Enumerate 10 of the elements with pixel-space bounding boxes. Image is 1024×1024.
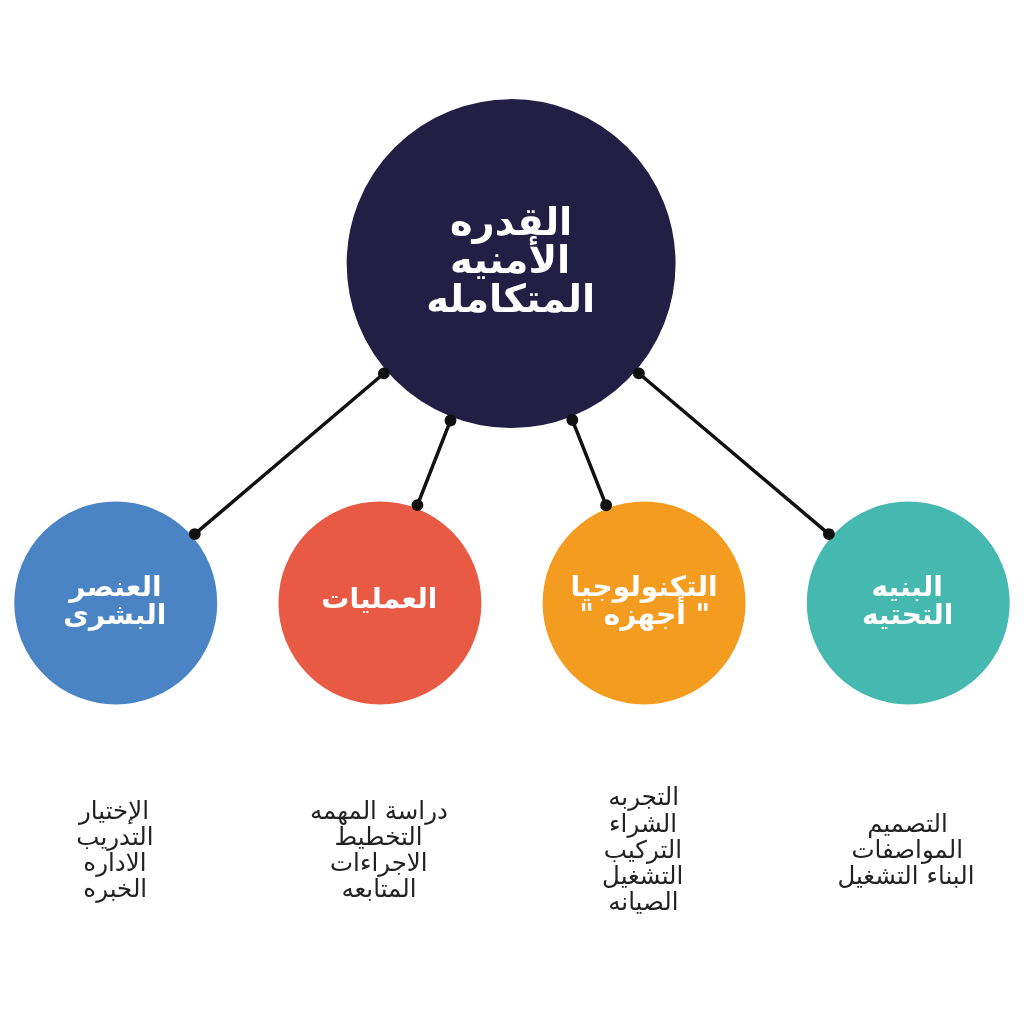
node-circle: البنيه التحتيه [806,501,1010,705]
connector [566,414,613,512]
connector [188,367,390,541]
node-label: التجربه [608,782,680,812]
node-circle: العنصر البشرى [14,501,218,705]
node-label: التصميم [867,808,948,838]
connector [411,414,457,512]
node-label: دراسة المهمه [309,795,448,825]
connector [632,367,835,541]
node-label: الصيانه [608,887,679,917]
